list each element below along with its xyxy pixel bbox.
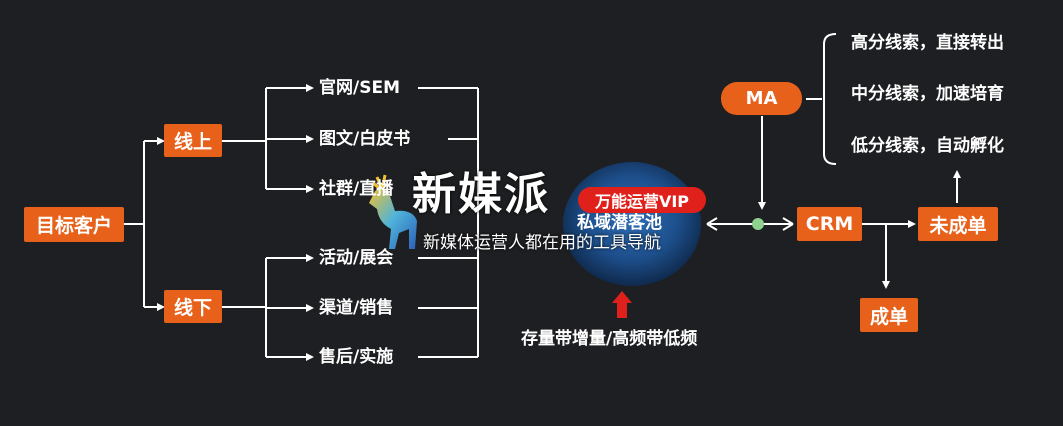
increase-arrow-icon (612, 291, 632, 318)
closed-box: 成单 (860, 298, 918, 332)
offline-channel-label: 活动/展会 (319, 248, 394, 268)
online-box: 线上 (164, 124, 222, 157)
online-connector (222, 84, 314, 193)
ma-outcome-label: 高分线索，直接转出 (851, 33, 1004, 53)
split-connector (124, 137, 165, 311)
watermark-subtitle: 新媒体运营人都在用的工具导航 (423, 233, 661, 253)
deer-logo-icon (369, 174, 417, 249)
ma-outcome-label: 中分线索，加速培育 (851, 84, 1004, 104)
not-closed-box: 未成单 (918, 207, 998, 241)
watermark-title: 新媒派 (412, 169, 550, 220)
collect-connector (418, 87, 479, 358)
offline-channel-label: 售后/实施 (319, 347, 394, 367)
online-channel-label: 社群/直播 (319, 179, 394, 199)
private-pool-label: 私域潜客池 (577, 213, 662, 233)
offline-connector (222, 254, 314, 361)
ma-outcome-label: 低分线索，自动孵化 (851, 136, 1004, 156)
offline-box: 线下 (164, 290, 222, 323)
crm-connector (862, 170, 961, 289)
watermark-badge: 万能运营VIP (578, 187, 706, 213)
offline-channel-label: 渠道/销售 (319, 298, 394, 318)
online-channel-label: 官网/SEM (319, 78, 400, 98)
ma-node: MA (721, 82, 802, 115)
online-channel-label: 图文/白皮书 (319, 129, 411, 149)
junction-dot (752, 218, 764, 230)
ma-bracket (806, 33, 837, 165)
pool-note: 存量带增量/高频带低频 (521, 329, 698, 349)
pool-crm-connector (706, 217, 794, 231)
crm-box: CRM (797, 207, 862, 241)
target-customer-box: 目标客户 (24, 207, 124, 242)
